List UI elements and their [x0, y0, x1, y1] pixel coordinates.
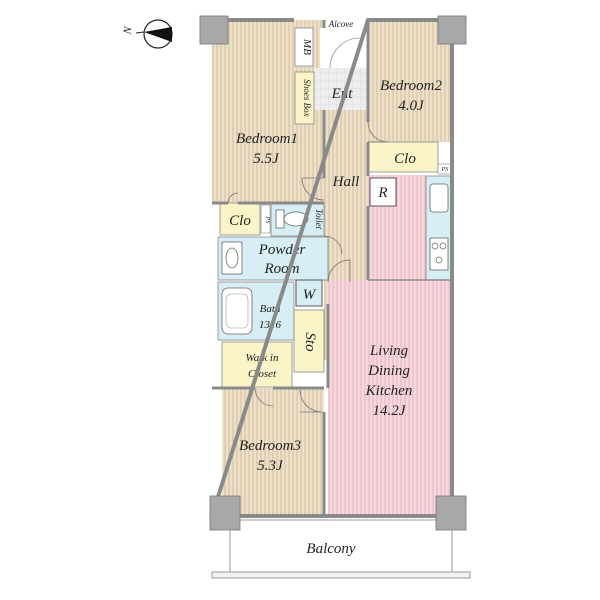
washbasin-icon: [221, 241, 243, 275]
ps2-label: PS: [441, 167, 449, 173]
refrigerator-space: R: [369, 177, 397, 207]
ps1-label: PS: [264, 216, 270, 224]
bedroom1-size: 5.5J: [253, 151, 280, 167]
hall-label: Hall: [332, 174, 360, 190]
door-swings: [227, 121, 389, 413]
sink-icon: [429, 183, 449, 213]
bedroom3-name: Bedroom3: [239, 438, 301, 454]
balcony-label: Balcony: [306, 541, 355, 557]
ldk-line1: Living: [369, 343, 409, 359]
ps-shaft-1: PS: [260, 204, 271, 234]
stove-icon: [429, 237, 449, 271]
washer-space: W: [295, 279, 323, 307]
ps-shaft-2: PS: [437, 163, 453, 175]
room-powder: Powder Room: [217, 236, 329, 281]
wic-line2: Closet: [248, 368, 277, 380]
room-bedroom2: Bedroom2 4.0J: [368, 20, 452, 142]
closet-bedroom2: Clo: [367, 141, 439, 173]
closet1-label: Clo: [229, 213, 251, 229]
walk-in-closet: Walk in Closet: [221, 341, 293, 388]
bedroom1-name: Bedroom1: [236, 131, 298, 147]
toilet-label: Toilet: [314, 209, 324, 230]
entrance: Ent: [314, 68, 368, 110]
washer-label: W: [303, 287, 317, 303]
kitchen-counter: [425, 175, 453, 281]
bedroom2-name: Bedroom2: [380, 78, 442, 94]
toilet-icon: [275, 209, 309, 229]
balcony: Balcony: [211, 519, 471, 579]
shoes-box-label: Shoes Box: [302, 79, 312, 116]
mb-box: MB: [294, 27, 314, 67]
mb-label: MB: [301, 38, 313, 55]
shoes-box: Shoes Box: [294, 71, 315, 125]
bathtub-icon: [221, 287, 253, 335]
north-arrow-icon: [135, 19, 173, 49]
ldk-line2: Dining: [367, 363, 410, 379]
toilet-room: Toilet: [270, 202, 325, 237]
bedroom2-size: 4.0J: [398, 98, 425, 114]
walls: [209, 18, 454, 518]
structural-columns: [199, 15, 467, 531]
bedroom3-size: 5.3J: [257, 458, 284, 474]
refrigerator-label: R: [377, 185, 387, 201]
alcove-label: Alcove: [328, 19, 353, 29]
storage: Sto: [293, 309, 325, 373]
powder-line2: Room: [264, 261, 300, 277]
ldk-size: 14.2J: [373, 403, 407, 419]
ldk-line3: Kitchen: [365, 383, 413, 399]
compass: N: [121, 19, 173, 49]
closet2-label: Clo: [394, 151, 416, 167]
room-bedroom3: Bedroom3 5.3J: [222, 388, 324, 516]
storage-label: Sto: [302, 332, 318, 352]
north-label: N: [121, 25, 134, 36]
closet-bedroom1: Clo: [219, 202, 261, 236]
